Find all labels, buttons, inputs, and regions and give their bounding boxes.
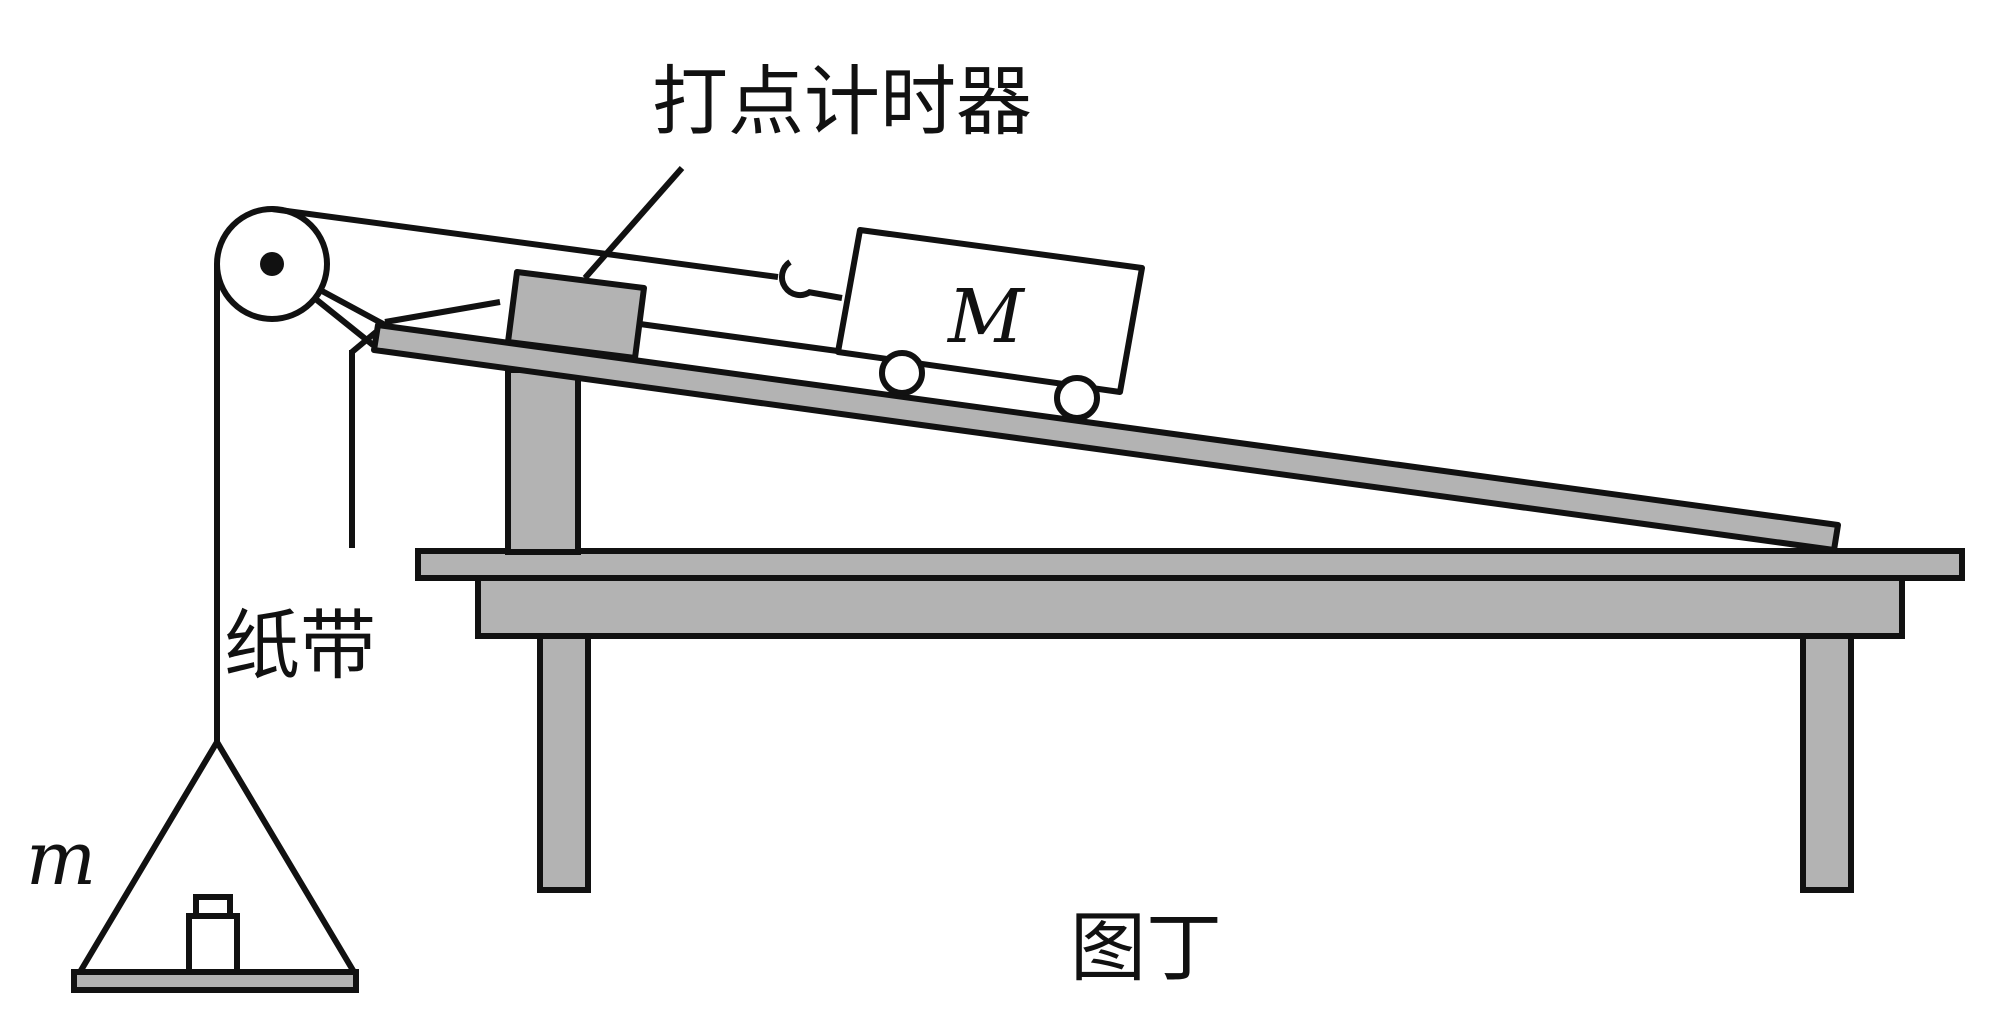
weight-knob bbox=[193, 894, 233, 919]
timer-pointer-line bbox=[582, 166, 685, 280]
ticker-timer bbox=[384, 166, 685, 361]
hook-link bbox=[807, 289, 843, 301]
string-to-cart bbox=[271, 206, 779, 280]
figure-caption: 图丁 bbox=[1070, 903, 1222, 992]
hanging-mass-label: m bbox=[26, 816, 96, 902]
cart-wheel-rear bbox=[1054, 375, 1100, 421]
timer-label: 打点计时器 bbox=[652, 57, 1032, 146]
inclined-board bbox=[371, 322, 1841, 553]
tape-to-cart bbox=[639, 321, 846, 355]
pulley-assembly bbox=[214, 206, 387, 348]
hanging-pan bbox=[71, 739, 359, 993]
paper-tape bbox=[349, 321, 846, 548]
table-apron bbox=[475, 575, 1905, 639]
cart-body bbox=[835, 227, 1145, 395]
cart-wheel-front bbox=[879, 350, 925, 396]
cart-mass-label: M bbox=[946, 274, 1026, 360]
tape-over-end bbox=[350, 329, 378, 355]
table-leg-left bbox=[537, 632, 591, 893]
table-top bbox=[415, 548, 1965, 581]
timer-body bbox=[505, 269, 647, 361]
incline-support-block bbox=[505, 367, 581, 555]
cart bbox=[835, 227, 1145, 421]
timer-cable bbox=[384, 299, 501, 325]
pulley-axle bbox=[260, 252, 284, 276]
table bbox=[415, 548, 1965, 893]
table-leg-right bbox=[1800, 632, 1854, 893]
weight-body bbox=[186, 913, 240, 975]
cart-hook bbox=[779, 259, 812, 299]
tape-label: 纸带 bbox=[224, 601, 376, 690]
